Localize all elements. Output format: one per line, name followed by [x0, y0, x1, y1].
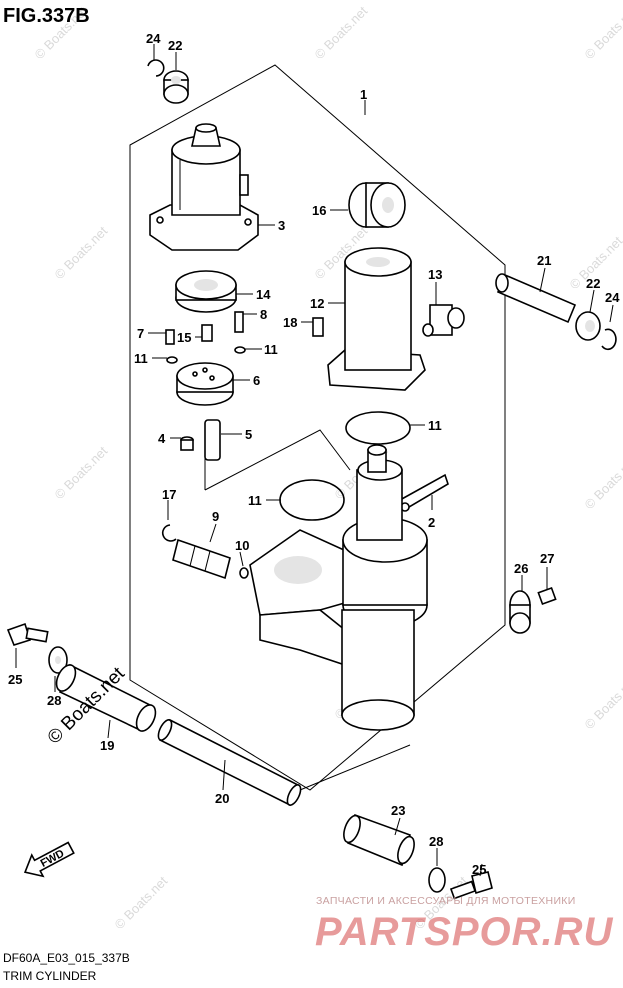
watermark: © Boats.net [582, 453, 623, 512]
watermark-layer: © Boats.net © Boats.net © Boats.net © Bo… [32, 3, 623, 932]
callout: 11 [248, 493, 262, 508]
callout: 2 [428, 515, 435, 530]
watermark: © Boats.net [312, 3, 371, 62]
callout: 17 [162, 487, 176, 502]
cylinder-bushing [509, 590, 531, 634]
fwd-label: FWD [39, 848, 67, 870]
callout: 18 [283, 315, 297, 330]
callout: 10 [235, 538, 249, 553]
washer [428, 867, 446, 893]
figure-code: DF60A_E03_015_337B [3, 951, 130, 965]
bolt [165, 329, 175, 345]
callout: 27 [540, 551, 554, 566]
o-ring [239, 567, 249, 579]
callout: 25 [8, 672, 22, 687]
bushing [575, 311, 601, 341]
circlip [147, 59, 165, 77]
callout: 25 [472, 862, 486, 877]
callout: 3 [278, 218, 285, 233]
callout: 23 [391, 803, 405, 818]
washer-hole [55, 656, 61, 664]
pin [495, 273, 577, 324]
watermark: © Boats.net [582, 673, 623, 732]
callout: 22 [586, 276, 600, 291]
callout: 12 [310, 296, 324, 311]
promo-tagline: ЗАПЧАСТИ И АКСЕССУАРЫ ДЛЯ МОТОТЕХНИКИ [316, 895, 576, 907]
assembly-boundary [129, 64, 506, 791]
o-ring [166, 356, 178, 364]
bolt [449, 871, 493, 900]
snap-ring [161, 524, 177, 542]
callout-labels: 24 22 1 3 16 21 22 24 13 12 18 14 8 7 15… [8, 31, 620, 877]
bolt [6, 622, 49, 646]
o-ring [345, 411, 411, 445]
bolt [234, 311, 244, 333]
watermark: © Boats.net [582, 3, 623, 62]
manual-valve-spool [172, 538, 231, 580]
long-pin [157, 718, 302, 807]
callout: 11 [428, 418, 442, 433]
callout: 14 [256, 287, 271, 302]
cushion [348, 182, 406, 228]
callout: 24 [605, 290, 620, 305]
bushing [163, 70, 189, 104]
callout: 21 [537, 253, 551, 268]
callout: 1 [360, 87, 367, 102]
circlip [601, 328, 617, 351]
trim-cylinder [249, 444, 428, 731]
pump-motor [149, 123, 259, 251]
callout: 11 [134, 351, 148, 366]
gear-pump [175, 270, 237, 313]
bolt [312, 317, 324, 337]
figure-title: FIG.337B [3, 5, 90, 27]
check-valve [180, 436, 194, 451]
figure-name: TRIM CYLINDER [3, 969, 97, 983]
callout: 5 [245, 427, 252, 442]
watermark: © Boats.net [52, 443, 111, 502]
manual-valve [422, 304, 465, 337]
promo-brand: PARTSPOR.RU [315, 910, 614, 954]
callout: 20 [215, 791, 229, 806]
callout: 26 [514, 561, 528, 576]
callout: 28 [429, 834, 443, 849]
valve-pin [201, 324, 213, 342]
sleeve-bushing [55, 663, 157, 732]
callout: 4 [158, 431, 166, 446]
callout: 9 [212, 509, 219, 524]
callout: 8 [260, 307, 267, 322]
callout: 13 [428, 267, 442, 282]
lower-bushing [343, 813, 415, 867]
callout: 7 [137, 326, 144, 341]
fwd-arrow-icon: FWD [23, 841, 75, 878]
o-ring [234, 346, 246, 354]
reservoir [327, 247, 426, 391]
callout: 16 [312, 203, 326, 218]
callout: 19 [100, 738, 114, 753]
callout: 6 [253, 373, 260, 388]
watermark: © Boats.net [112, 873, 171, 932]
o-ring [279, 479, 345, 521]
relief-valve [204, 419, 221, 461]
watermark: © Boats.net [52, 223, 111, 282]
callout: 28 [47, 693, 61, 708]
callout: 22 [168, 38, 182, 53]
valve-body [176, 362, 234, 406]
leader-lines [15, 44, 614, 877]
callout: 15 [177, 330, 191, 345]
callout: 24 [146, 31, 161, 46]
callout: 11 [264, 342, 278, 357]
bolt [537, 586, 557, 606]
